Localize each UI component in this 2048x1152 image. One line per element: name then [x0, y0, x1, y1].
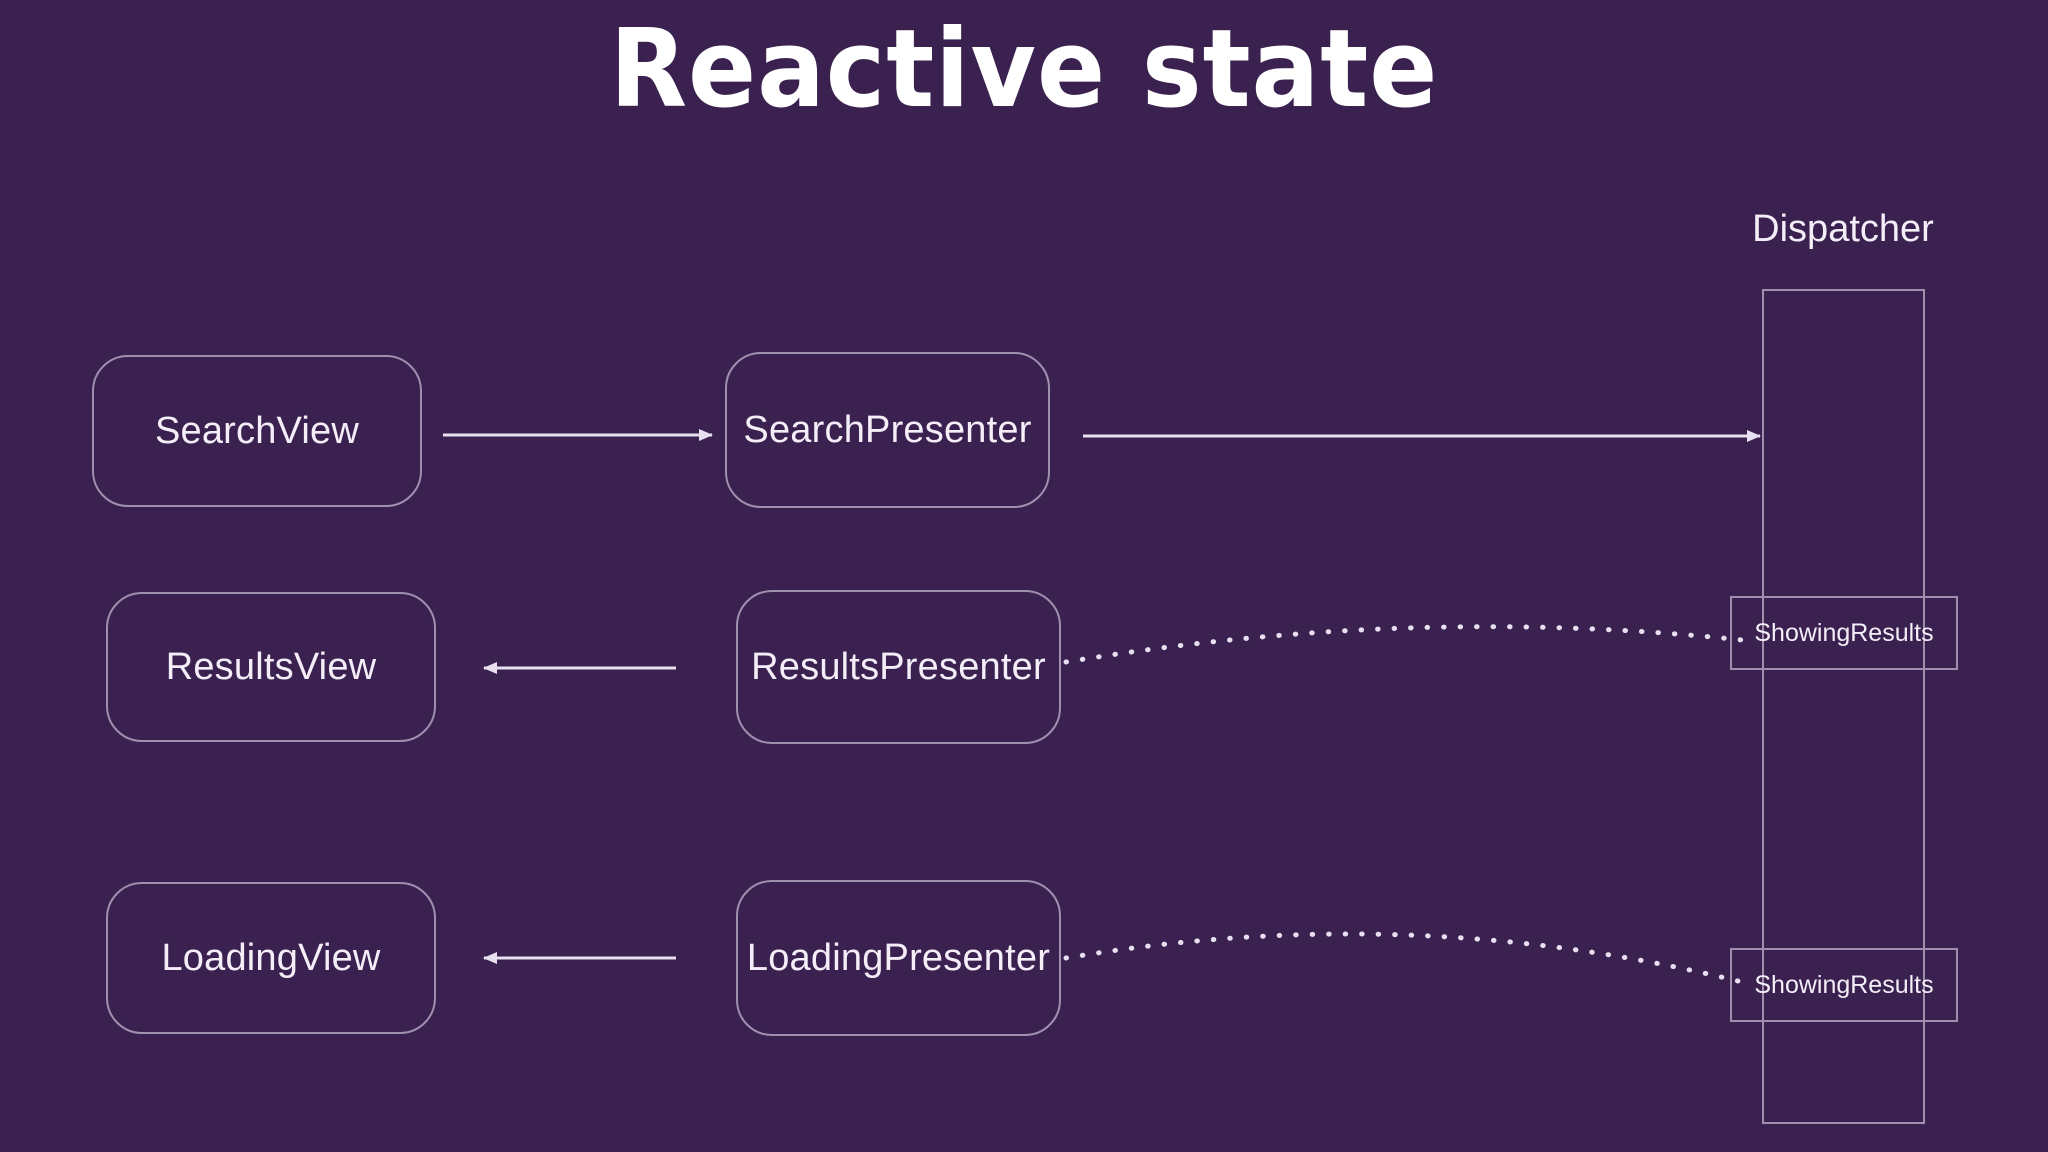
node-label: ResultsView — [165, 645, 377, 688]
node-label: ResultsPresenter — [751, 645, 1046, 688]
view-node-loadingview[interactable]: LoadingView — [106, 882, 436, 1034]
page-title: Reactive state — [609, 7, 1439, 132]
node-label: SearchPresenter — [743, 408, 1032, 451]
node-label: LoadingView — [161, 936, 381, 979]
presenter-node-searchpresenter[interactable]: SearchPresenter — [725, 352, 1050, 508]
subscription-arrow-row-1 — [1063, 624, 1745, 665]
presenter-node-resultspresenter[interactable]: ResultsPresenter — [736, 590, 1061, 744]
dispatcher-label: Dispatcher — [1752, 208, 1934, 250]
view-node-resultsview[interactable]: ResultsView — [106, 592, 436, 742]
dispatcher-stream-column — [1762, 289, 1925, 1124]
state-label: ShowingResults — [1754, 970, 1934, 999]
node-label: SearchView — [154, 409, 360, 452]
presenter-node-loadingpresenter[interactable]: LoadingPresenter — [736, 880, 1061, 1036]
subscription-arrow-row-2 — [1063, 931, 1745, 985]
node-label: LoadingPresenter — [746, 936, 1051, 979]
view-node-searchview[interactable]: SearchView — [92, 355, 422, 507]
dispatcher-state-box[interactable]: ShowingResults — [1730, 948, 1958, 1022]
dispatcher-state-box[interactable]: ShowingResults — [1730, 596, 1958, 670]
state-label: ShowingResults — [1754, 618, 1934, 647]
